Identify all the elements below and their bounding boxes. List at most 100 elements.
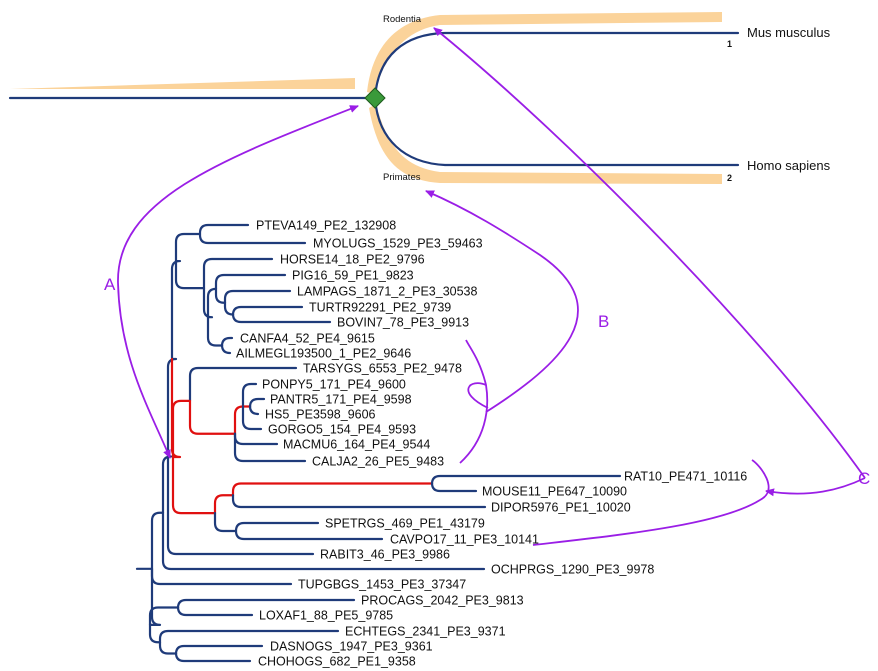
species-band-root [10, 78, 355, 89]
gene-leaf-label: TARSYGS_6553_PE2_9478 [303, 362, 462, 376]
arrow-a-down [117, 282, 171, 459]
gene-leaf-label: LOXAF1_88_PE5_9785 [259, 609, 393, 623]
arrow-a-up [117, 105, 359, 284]
gene-branch [150, 511, 165, 570]
gene-branch [206, 287, 218, 319]
gene-leaf-label: TURTR92291_PE2_9739 [309, 301, 451, 315]
gene-leaf-label: RAT10_PE471_10116 [624, 470, 747, 484]
species-branch-mus [373, 31, 740, 100]
gene-leaf-label: SPETRGS_469_PE1_43179 [325, 517, 485, 531]
gene-leaf-label: RABIT3_46_PE3_9986 [320, 548, 450, 562]
species-label-homo-sapiens: Homo sapiens [747, 158, 831, 173]
clade-label-rodentia: Rodentia [383, 14, 422, 25]
gene-branch [206, 316, 224, 347]
gene-leaf-label: CANFA4_52_PE4_9615 [240, 332, 375, 346]
gene-leaf-label: PTEVA149_PE2_132908 [256, 219, 396, 233]
gene-leaf-label: PROCAGS_2042_PE3_9813 [361, 594, 524, 608]
gene-leaf-label: DASNOGS_1947_PE3_9361 [270, 640, 433, 654]
duplication-node-diamond [364, 87, 386, 109]
species-tree: Rodentia Primates Mus musculus Homo sapi… [8, 12, 831, 184]
gene-leaf-label: ECHTEGS_2341_PE3_9371 [345, 625, 506, 639]
gene-leaf-label: TUPGBGS_1453_PE3_37347 [298, 578, 466, 592]
gene-branch [248, 397, 266, 409]
arrow-c [532, 459, 770, 546]
annotation-arrows: A B C [104, 27, 870, 546]
arrow-b [459, 339, 489, 464]
gene-branch-highlight [171, 399, 192, 459]
gene-branch [174, 232, 202, 263]
gene-tree-leaf-labels: PTEVA149_PE2_132908MYOLUGS_1529_PE3_5946… [236, 219, 747, 669]
gene-branch [241, 382, 258, 408]
annotation-label-a: A [104, 275, 116, 294]
gene-tree [135, 223, 622, 663]
gene-branch-highlight [233, 405, 245, 435]
gene-branch-highlight [171, 455, 217, 515]
gene-leaf-label: HORSE14_18_PE2_9796 [280, 253, 425, 267]
gene-branch [148, 623, 162, 644]
gene-leaf-label: BOVIN7_78_PE3_9913 [337, 316, 469, 330]
gene-leaf-label: CAVPO17_11_PE3_10141 [390, 533, 539, 547]
gene-leaf-label: MOUSE11_PE647_10090 [482, 485, 627, 499]
gene-leaf-label: MYOLUGS_1529_PE3_59463 [313, 237, 483, 251]
gene-leaf-label: CHOHOGS_682_PE1_9358 [258, 655, 416, 669]
species-band-primates [369, 104, 722, 184]
gene-branch [234, 521, 320, 533]
gene-branch [166, 357, 178, 458]
gene-branch [231, 305, 304, 317]
gene-branch [176, 598, 356, 610]
gene-branch [202, 257, 274, 290]
gene-branch [198, 223, 250, 236]
gene-branch [174, 644, 264, 656]
gene-leaf-label: MACMU6_164_PE4_9544 [283, 438, 430, 452]
gene-branch [158, 641, 178, 655]
clade-label-primates: Primates [383, 172, 421, 183]
gene-branch [231, 312, 332, 324]
gene-branch [202, 286, 214, 319]
gene-leaf-label: CALJA2_26_PE5_9483 [312, 455, 444, 469]
gene-branch [223, 289, 292, 304]
gene-leaf-label: AILMEGL193500_1_PE2_9646 [236, 347, 411, 361]
species-index-1: 1 [727, 39, 732, 49]
gene-branch [174, 259, 206, 290]
gene-branch [233, 432, 307, 463]
gene-branch-highlight [231, 482, 434, 497]
gene-branch [241, 405, 263, 431]
arrow-c-to-c [765, 477, 866, 497]
gene-branch [174, 651, 252, 663]
gene-branch [213, 512, 238, 533]
gene-branch [214, 273, 287, 290]
gene-branch [150, 567, 293, 586]
gene-leaf-label: OCHPRGS_1290_PE3_9978 [491, 563, 654, 577]
gene-branch [214, 287, 227, 304]
gene-branch-highlight [188, 399, 237, 435]
gene-leaf-label: PANTR5_171_PE4_9598 [270, 393, 412, 407]
species-band-rodentia [367, 12, 722, 94]
annotation-label-b: B [598, 312, 609, 331]
gene-leaf-label: HS5_PE3598_9606 [265, 408, 376, 422]
gene-branch-highlight [213, 494, 235, 515]
gene-branch [176, 605, 254, 617]
gene-branch [198, 232, 307, 245]
gene-leaf-label: GORGO5_154_PE4_9593 [268, 423, 416, 437]
gene-branch [430, 481, 478, 493]
gene-branch [223, 301, 235, 316]
gene-branch [234, 529, 384, 541]
gene-branch [231, 494, 487, 509]
gene-leaf-label: PONPY5_171_PE4_9600 [262, 378, 406, 392]
gene-branch [188, 366, 298, 402]
gene-branch [158, 629, 340, 644]
gene-branch [248, 404, 260, 416]
species-label-mus-musculus: Mus musculus [747, 25, 831, 40]
gene-branch [166, 455, 315, 556]
gene-branch [170, 259, 182, 361]
gene-leaf-label: DIPOR5976_PE1_10020 [491, 501, 631, 515]
gene-branch [161, 511, 486, 571]
gene-leaf-label: PIG16_59_PE1_9823 [292, 269, 414, 283]
gene-branch [148, 567, 162, 626]
species-index-2: 2 [727, 173, 732, 183]
gene-branch [148, 606, 180, 626]
gene-branch [430, 474, 622, 486]
arrow-b-target [425, 190, 579, 413]
gene-leaf-label: LAMPAGS_1871_2_PE3_30538 [297, 285, 478, 299]
